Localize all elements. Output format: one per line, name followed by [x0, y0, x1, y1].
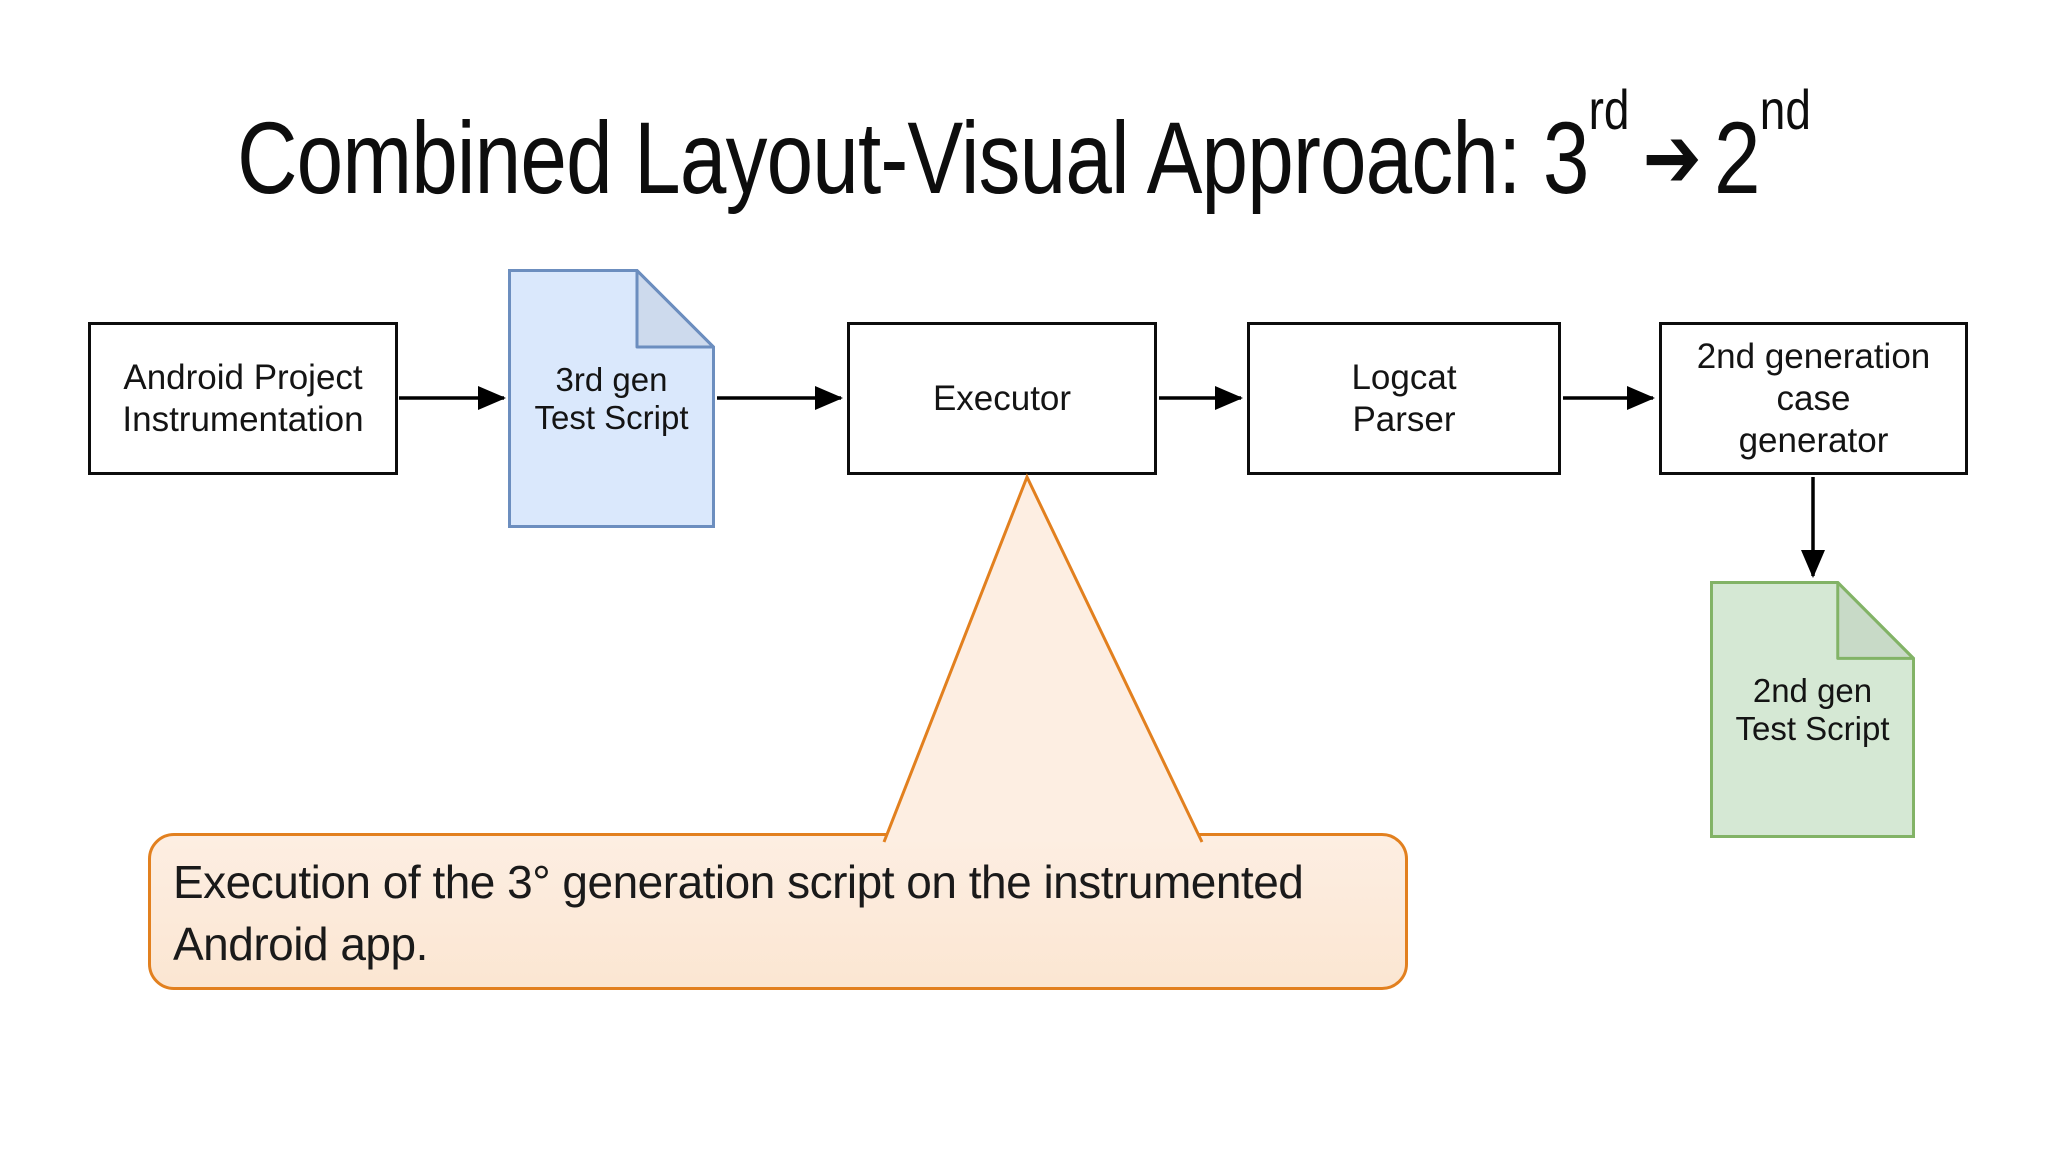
node-label-line: Test Script [1735, 709, 1890, 747]
callout-text-line: Android app. [173, 918, 428, 970]
node-3rd-gen-test-script: 3rd gen Test Script [508, 269, 715, 528]
callout: Execution of the 3° generation script on… [148, 833, 1408, 990]
title-text: Combined Layout-Visual Approach: 3 [237, 101, 1589, 215]
callout-text-line: Execution of the 3° generation script on… [173, 856, 1304, 908]
document-label: 3rd gen Test Script [508, 269, 715, 528]
node-label-line: Parser [1352, 399, 1456, 439]
node-label-line: 2nd generation case [1696, 336, 1931, 418]
node-label-line: 2nd gen [1752, 671, 1873, 709]
callout-pointer-triangle [882, 473, 1204, 843]
title-text-2: 2 [1714, 101, 1761, 215]
folded-corner [635, 269, 715, 349]
document-label: 2nd gen Test Script [1710, 581, 1915, 838]
node-label-line: Instrumentation [122, 399, 364, 439]
node-label-line: Executor [932, 378, 1072, 418]
node-2nd-gen-test-script: 2nd gen Test Script [1710, 581, 1915, 838]
callout-text: Execution of the 3° generation script on… [151, 836, 1405, 987]
node-executor: Executor [847, 322, 1157, 475]
node-label-line: Logcat [1351, 357, 1457, 397]
title-superscript-nd: nd [1759, 77, 1811, 141]
right-arrow-icon: ➔ [1642, 108, 1702, 208]
document-shape-green [1710, 581, 1915, 838]
document-page [1710, 581, 1915, 838]
folded-corner [1836, 581, 1915, 660]
node-label-line: 3rd gen [555, 360, 668, 398]
node-logcat-parser: Logcat Parser [1247, 322, 1561, 475]
node-label-line: Test Script [534, 398, 689, 436]
slide-title: Combined Layout-Visual Approach: 3rd➔2nd [184, 78, 1863, 217]
node-label-line: generator [1738, 420, 1889, 460]
node-android-project-instrumentation: Android Project Instrumentation [88, 322, 398, 475]
title-superscript-rd: rd [1588, 77, 1630, 141]
callout-pointer [882, 473, 1204, 843]
node-2nd-generation-case-generator: 2nd generation case generator [1659, 322, 1968, 475]
node-label-line: Android Project [123, 357, 363, 397]
document-page [508, 269, 715, 528]
document-shape-blue [508, 269, 715, 528]
